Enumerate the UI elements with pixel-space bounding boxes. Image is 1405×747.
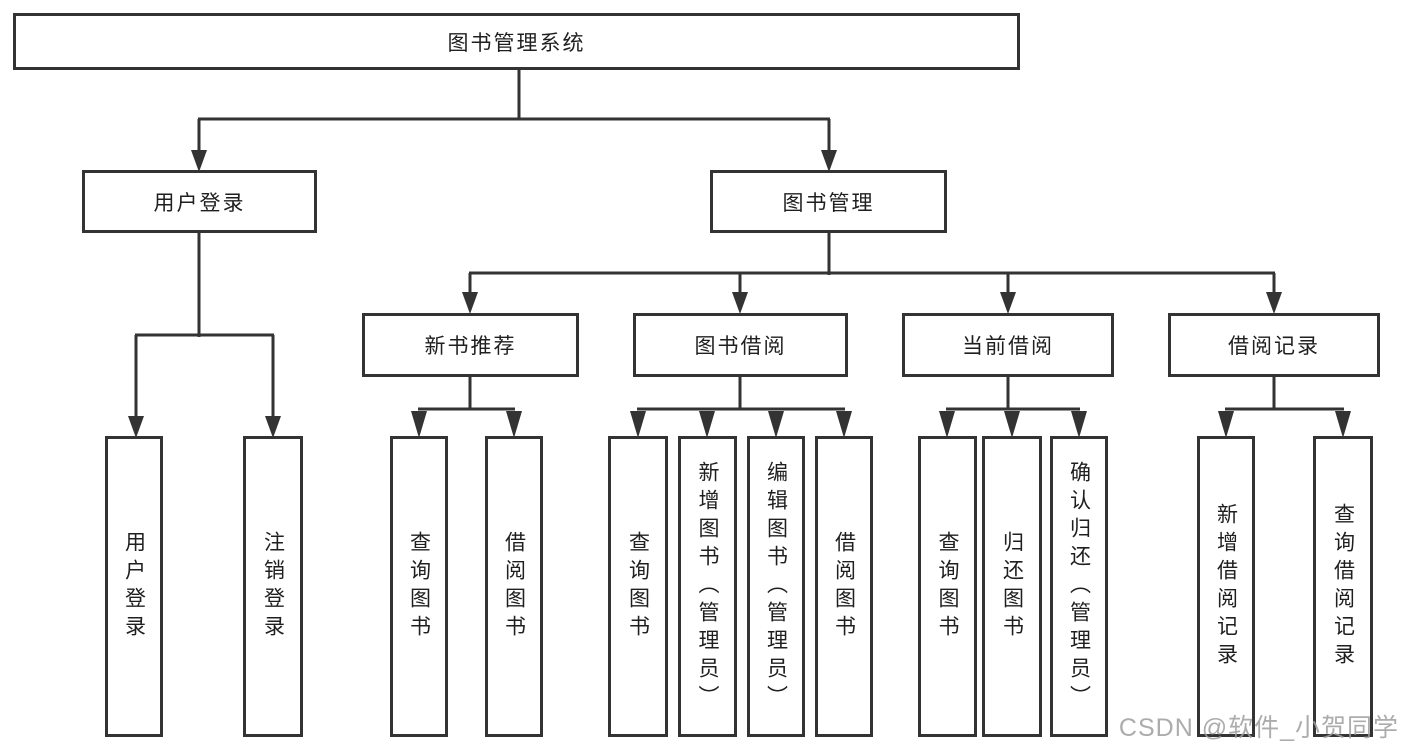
leaf-label: 确认归还（管理员） bbox=[1067, 460, 1091, 713]
node-new-book-recommend-label: 新书推荐 bbox=[424, 335, 517, 358]
leaf-label: 查询图书 bbox=[407, 530, 431, 643]
connector-user-login-children bbox=[128, 231, 281, 438]
connector-book-management-children bbox=[462, 231, 1282, 314]
leaf-label: 查询借阅记录 bbox=[1331, 502, 1355, 671]
node-root: 图书管理系统 bbox=[13, 13, 1020, 70]
node-borrowing-records-label: 借阅记录 bbox=[1228, 335, 1320, 358]
node-book-borrowing: 图书借阅 bbox=[633, 313, 848, 377]
connector-book-borrowing-children bbox=[630, 375, 852, 438]
node-book-management-label: 图书管理 bbox=[782, 191, 875, 215]
leaf-edit-books-admin: 编辑图书（管理员） bbox=[747, 436, 805, 737]
leaf-label: 借阅图书 bbox=[832, 530, 856, 643]
watermark: CSDN @软件_小贺同学 bbox=[1118, 714, 1399, 742]
node-borrowing-records: 借阅记录 bbox=[1168, 313, 1380, 377]
connector-borrowing-records-children bbox=[1218, 375, 1351, 438]
leaf-user-login: 用户登录 bbox=[105, 436, 163, 737]
node-current-borrowing-label: 当前借阅 bbox=[962, 335, 1054, 358]
node-current-borrowing: 当前借阅 bbox=[902, 313, 1114, 377]
connector-current-borrowing-children bbox=[939, 375, 1087, 438]
node-new-book-recommend: 新书推荐 bbox=[362, 313, 579, 377]
leaf-borrow-books-recommend: 借阅图书 bbox=[485, 436, 543, 737]
leaf-query-borrow-record: 查询借阅记录 bbox=[1313, 436, 1373, 737]
leaf-query-books-borrowing: 查询图书 bbox=[608, 436, 668, 737]
node-root-label: 图书管理系统 bbox=[447, 31, 586, 55]
leaf-label: 新增借阅记录 bbox=[1214, 502, 1238, 671]
leaf-label: 注销登录 bbox=[261, 530, 285, 643]
node-user-login: 用户登录 bbox=[82, 170, 317, 233]
leaf-query-books-current: 查询图书 bbox=[918, 436, 977, 737]
leaf-label: 用户登录 bbox=[122, 530, 146, 643]
node-user-login-label: 用户登录 bbox=[153, 191, 246, 215]
node-book-borrowing-label: 图书借阅 bbox=[694, 335, 787, 358]
leaf-return-books: 归还图书 bbox=[982, 436, 1042, 737]
leaf-add-books-admin: 新增图书（管理员） bbox=[678, 436, 737, 737]
leaf-borrow-books-borrowing: 借阅图书 bbox=[815, 436, 873, 737]
leaf-label: 借阅图书 bbox=[502, 530, 526, 643]
connector-new-book-recommend-children bbox=[411, 375, 522, 438]
leaf-label: 查询图书 bbox=[626, 530, 650, 643]
leaf-logout-login: 注销登录 bbox=[243, 436, 303, 737]
leaf-add-borrow-record: 新增借阅记录 bbox=[1197, 436, 1255, 737]
leaf-label: 新增图书（管理员） bbox=[696, 460, 719, 713]
leaf-label: 编辑图书（管理员） bbox=[764, 460, 788, 713]
node-book-management: 图书管理 bbox=[710, 170, 947, 233]
connector-root-to-level2 bbox=[191, 67, 837, 172]
leaf-confirm-return-admin: 确认归还（管理员） bbox=[1050, 436, 1108, 737]
leaf-label: 查询图书 bbox=[936, 530, 959, 643]
leaf-query-books-recommend: 查询图书 bbox=[390, 436, 448, 737]
leaf-label: 归还图书 bbox=[1000, 530, 1024, 643]
